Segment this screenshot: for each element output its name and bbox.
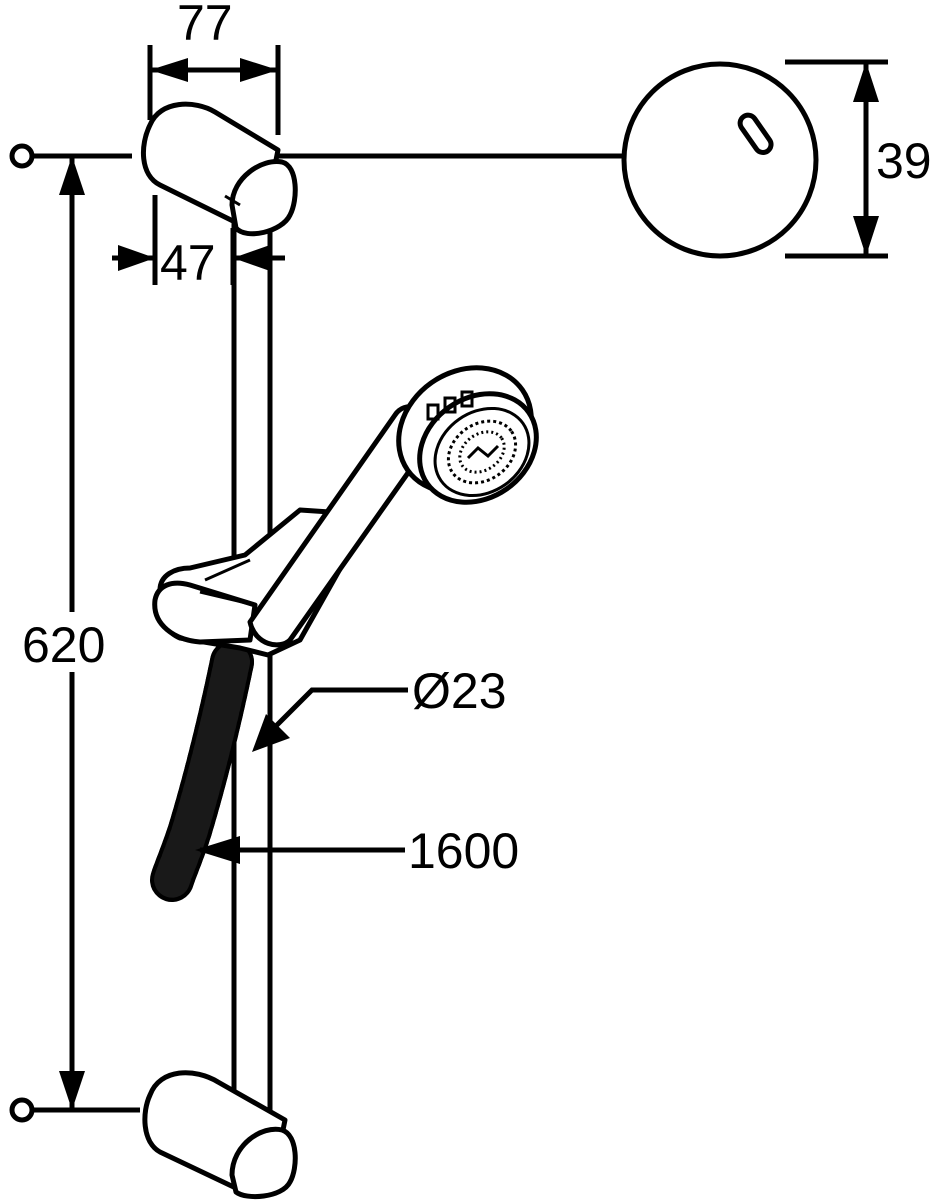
dimension-diameter-23: Ø23 (252, 663, 507, 752)
dimension-1600-label: 1600 (408, 823, 519, 879)
dimension-39: 39 (785, 59, 932, 259)
dimension-77-label: 77 (177, 0, 233, 51)
bottom-wall-bracket (142, 1070, 298, 1200)
bottom-mount-point (9, 1097, 140, 1123)
dimension-diameter-23-label: Ø23 (412, 663, 507, 719)
wall-plate-end-view (621, 61, 819, 259)
dimension-47-label: 47 (160, 235, 216, 291)
dimension-77: 77 (147, 0, 281, 135)
dimension-620: 620 (20, 156, 128, 1110)
shower-hose (150, 640, 254, 902)
top-wall-bracket (140, 101, 298, 237)
dimension-47: 47 (112, 195, 285, 291)
dimension-39-label: 39 (876, 133, 932, 189)
hand-shower (247, 365, 539, 648)
dimension-620-label: 620 (22, 617, 105, 673)
dimension-1600: 1600 (195, 823, 519, 879)
top-mount-point (9, 143, 132, 169)
